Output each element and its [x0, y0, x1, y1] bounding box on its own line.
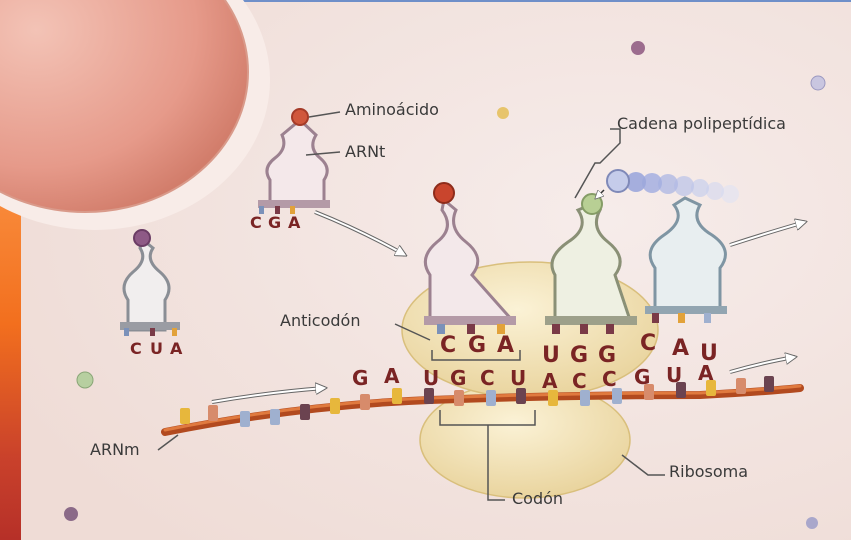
label-aminoacido: Aminoácido — [345, 100, 439, 119]
trna-exit: C A U — [640, 196, 727, 366]
anticodon-base: C — [640, 331, 656, 356]
trna-free-top: C G A — [250, 108, 330, 232]
label-ribosoma: Ribosoma — [669, 462, 748, 481]
mrna-sequence: G A U G C U A C C G U A — [352, 361, 714, 393]
mrna-base: U — [666, 363, 682, 387]
free-amino-acids — [64, 41, 826, 529]
mrna-base: C — [602, 367, 617, 391]
trna-p-site: C G A — [423, 182, 516, 358]
anticodon-base: A — [497, 333, 514, 358]
mrna-base: A — [384, 364, 400, 388]
anticodon-base: C — [250, 213, 262, 232]
anticodon-base: A — [672, 336, 689, 361]
anticodon-base: U — [150, 339, 163, 358]
mrna-base: C — [572, 369, 587, 393]
anticodon-base: U — [542, 343, 560, 368]
label-anticodon: Anticodón — [280, 311, 360, 330]
nucleus — [0, 0, 270, 230]
labels: Aminoácido ARNt Cadena polipeptídica Ant… — [90, 100, 786, 508]
polypeptide-chain — [596, 169, 739, 203]
trna-free-left: C U A — [120, 229, 183, 358]
mrna-base: G — [634, 365, 650, 389]
trna-a-site: U G G — [542, 193, 637, 368]
anticodon-base: G — [570, 343, 588, 368]
anticodon-base: C — [440, 333, 456, 358]
anticodon-base: A — [170, 339, 183, 358]
anticodon-base: A — [288, 213, 301, 232]
label-cadena-polipeptidica: Cadena polipeptídica — [617, 114, 786, 133]
label-codon: Codón — [512, 489, 563, 508]
callout-lines — [157, 111, 665, 501]
process-arrows — [211, 210, 805, 404]
mrna-base: A — [698, 361, 714, 385]
mrna-base: U — [423, 366, 439, 390]
mrna-base: G — [450, 366, 466, 390]
mrna-strand — [161, 376, 804, 436]
label-arnm: ARNm — [90, 440, 140, 459]
top-border — [21, 0, 851, 2]
mrna-base: U — [510, 366, 526, 390]
anticodon-base: U — [700, 341, 718, 366]
anticodon-base: G — [598, 343, 616, 368]
label-arnt: ARNt — [345, 142, 385, 161]
anticodon-base: G — [468, 333, 486, 358]
mrna-base: G — [352, 366, 368, 390]
anticodon-base: C — [130, 339, 142, 358]
mrna-base: C — [480, 366, 495, 390]
anticodon-base: G — [268, 213, 281, 232]
mrna-base: A — [542, 369, 558, 393]
